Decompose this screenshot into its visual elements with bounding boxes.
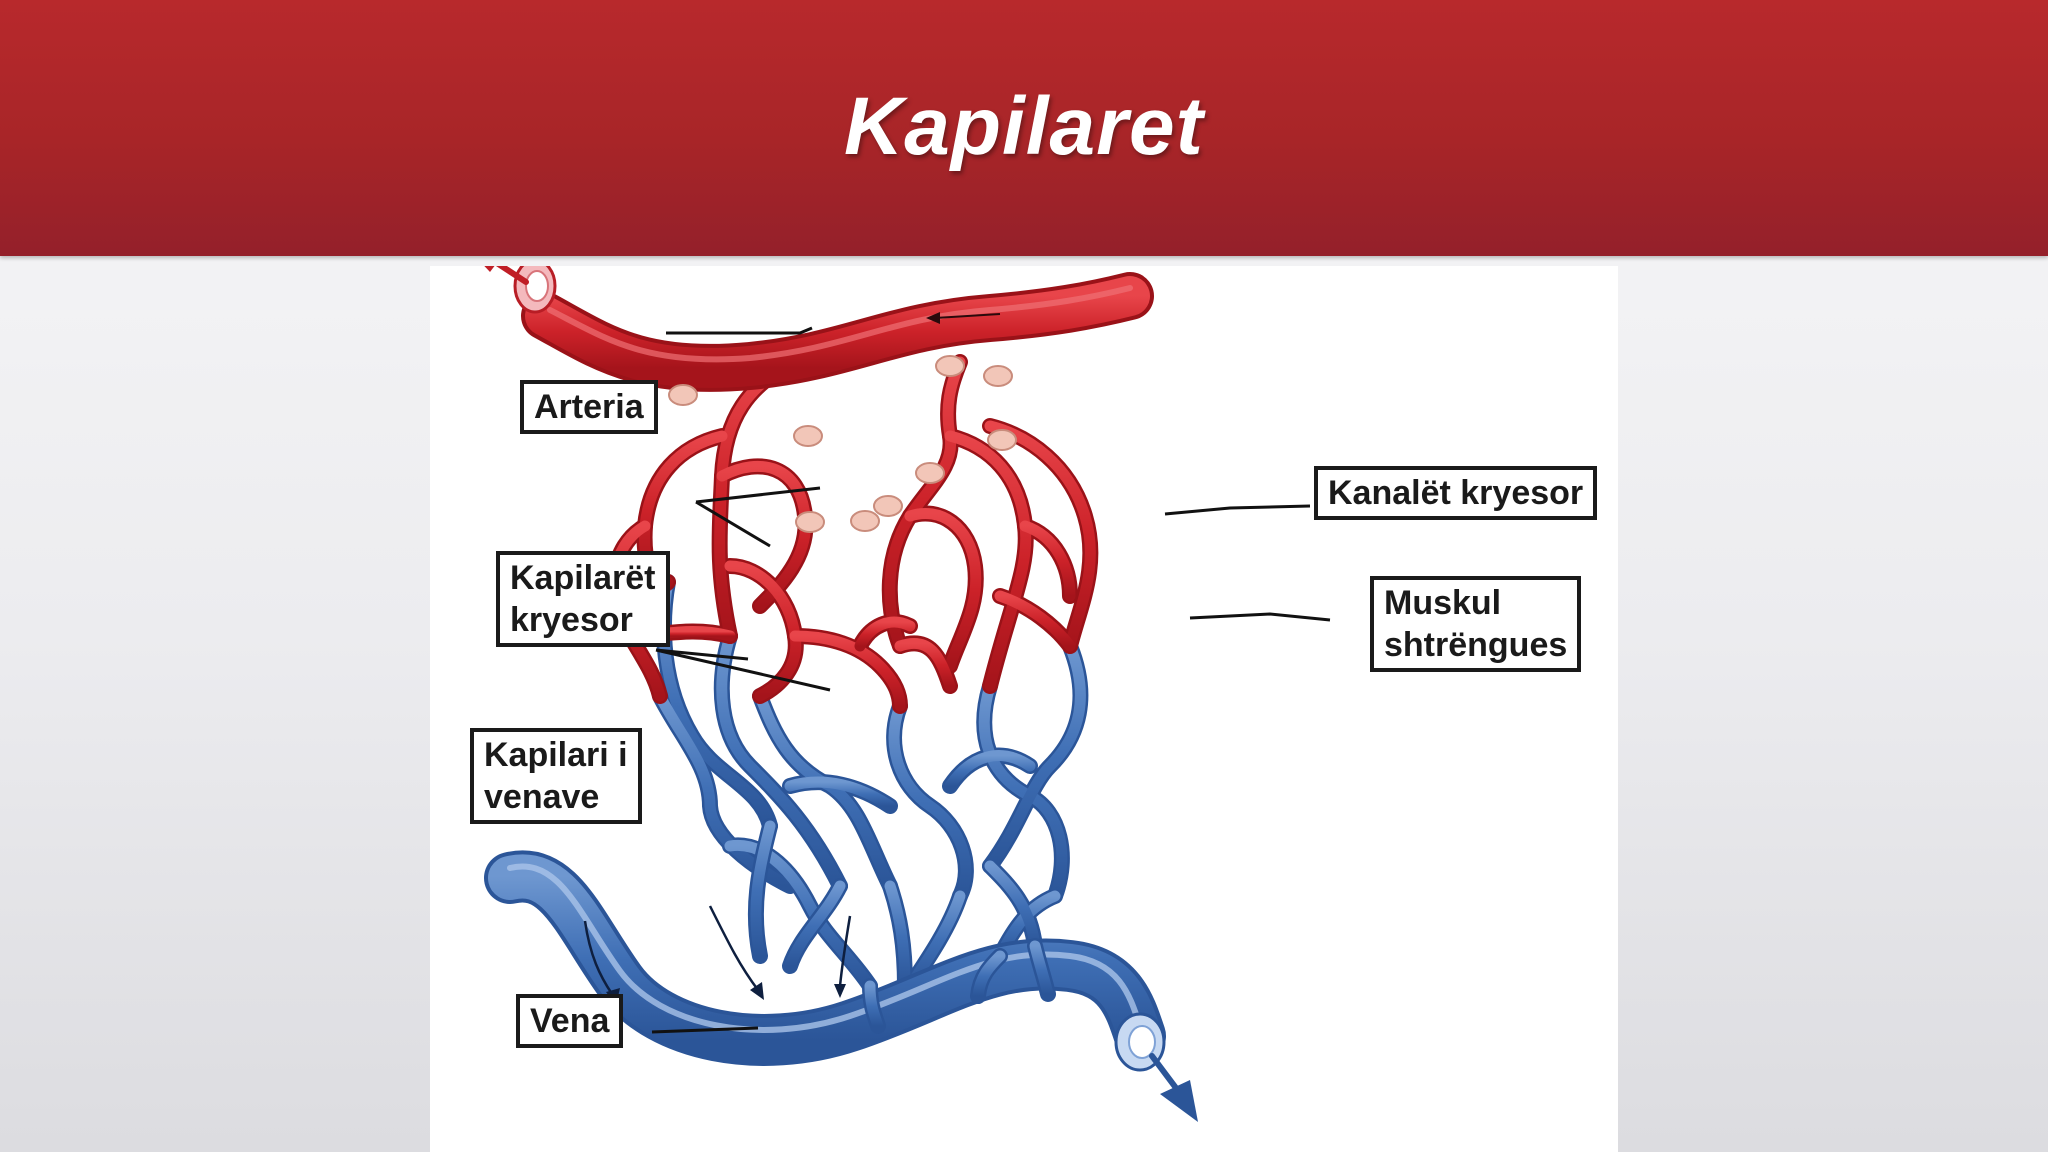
venous-drainage — [747, 818, 1056, 1034]
label-vena: Vena — [516, 994, 624, 1048]
label-kapilaret-line2: kryesor — [510, 601, 633, 639]
capillary-network-illustration — [484, 266, 1331, 1122]
sphincter — [935, 355, 965, 377]
sphincter — [983, 365, 1013, 387]
label-kapilaret-line1: Kapilarët — [510, 559, 656, 597]
label-kapilari-line2: venave — [484, 778, 600, 816]
leader-vena — [651, 1026, 759, 1034]
slide-title: Kapilaret — [844, 81, 1204, 172]
sphincter — [987, 429, 1017, 451]
artery-vessel — [521, 272, 1154, 392]
slide-header: Kapilaret — [0, 0, 2048, 256]
leader-arteria — [666, 326, 813, 335]
leader-kapilari — [655, 648, 831, 692]
vein-vessel — [484, 850, 1166, 1066]
leader-kanalet — [1164, 504, 1311, 516]
capillary-diagram: Arteria Kanalët kryesor Kapilarët kryeso… — [430, 266, 1618, 1152]
leader-muskul — [1189, 612, 1331, 622]
sphincter — [668, 384, 698, 406]
label-kanalet-kryesor: Kanalët kryesor — [1314, 466, 1598, 520]
sphincter — [793, 425, 823, 447]
label-muskul-line1: Muskul — [1384, 584, 1502, 622]
label-arteria-text: Arteria — [534, 388, 644, 426]
label-muskul-line2: shtrëngues — [1384, 626, 1568, 664]
vein-outflow-arrow — [1149, 1053, 1198, 1122]
label-kanalet-text: Kanalët kryesor — [1328, 474, 1584, 512]
sphincter — [795, 511, 825, 533]
artery-flow-arrow — [926, 312, 1001, 324]
label-kapilari-line1: Kapilari i — [484, 736, 628, 774]
venous-capillaries — [652, 574, 1089, 994]
leader-lines — [651, 326, 1331, 1034]
label-kapilari-venave: Kapilari i venave — [470, 728, 642, 824]
label-muskul-shtrengues: Muskul shtrëngues — [1370, 576, 1582, 672]
leader-kapilaret — [695, 486, 821, 548]
sphincter — [850, 510, 880, 532]
artery-end-opening — [513, 266, 557, 314]
label-vena-text: Vena — [530, 1002, 610, 1040]
sphincter — [873, 495, 903, 517]
label-kapilaret-kryesor: Kapilarët kryesor — [496, 551, 670, 647]
precapillary-sphincters — [668, 355, 1017, 533]
label-arteria: Arteria — [520, 380, 658, 434]
sphincter — [915, 462, 945, 484]
artery-outflow-arrow — [484, 266, 529, 285]
